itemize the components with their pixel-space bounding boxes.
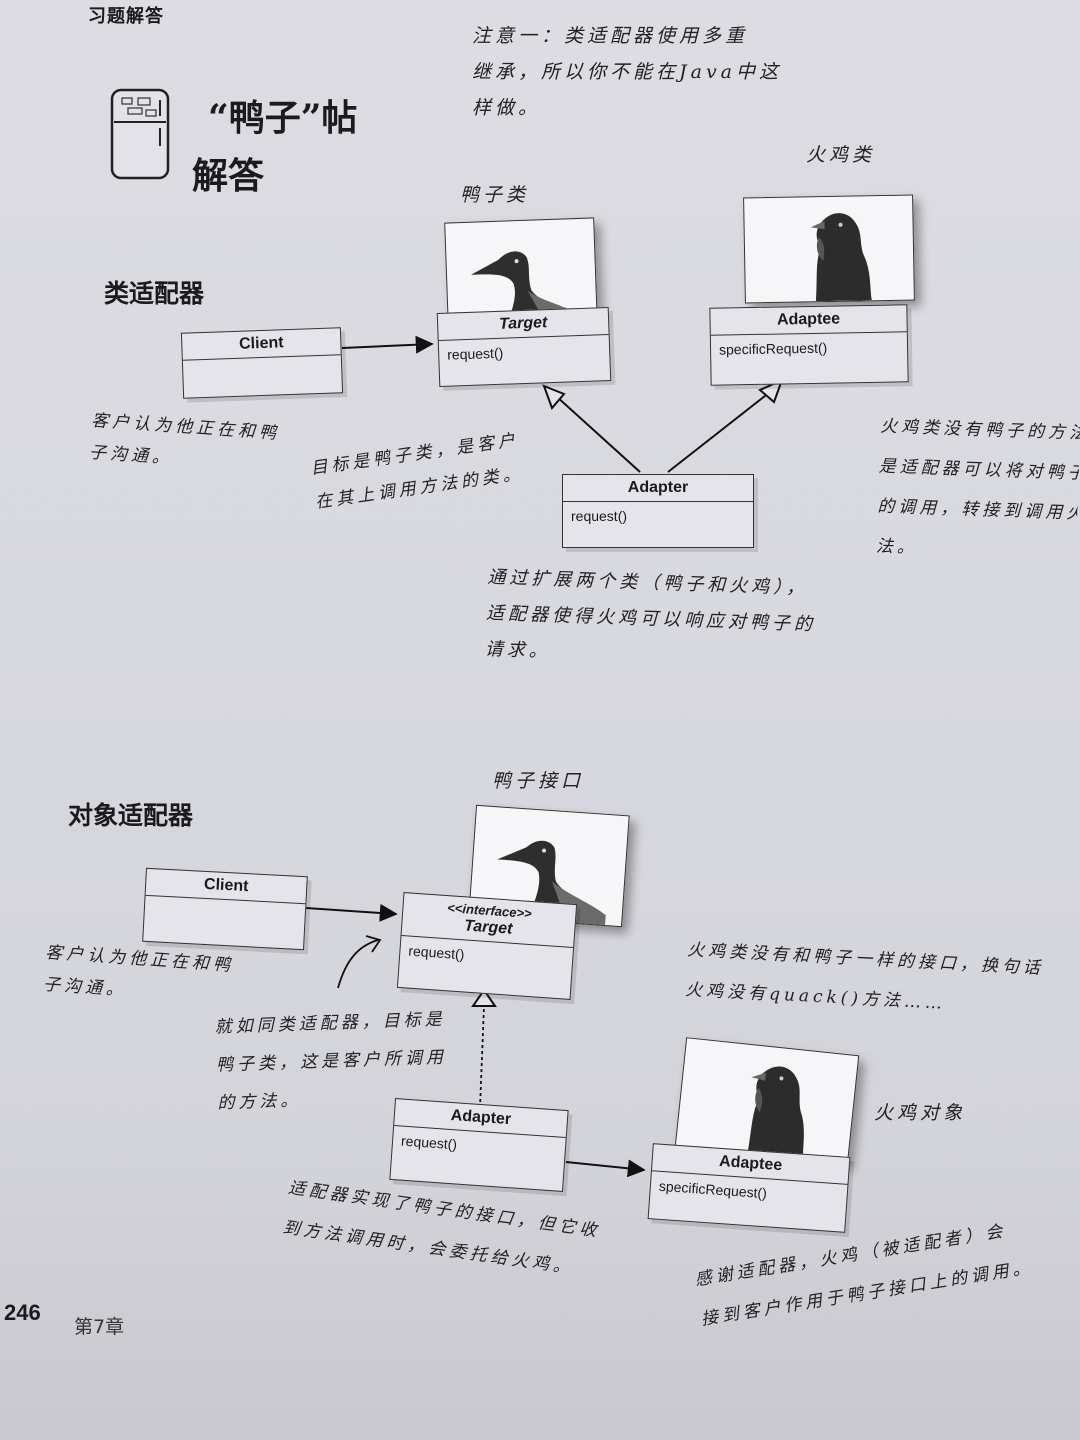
class-adapter-connectors (341, 335, 784, 473)
uml-class-name: Adaptee (710, 305, 907, 336)
note-target: 就如同类适配器，目标是 鸭子类，这是客户所调用 的方法。 (214, 999, 478, 1122)
uml-adaptee-class: Adaptee specificRequest() (709, 304, 909, 386)
turkey-image (743, 194, 915, 304)
turkey-class-label: 火鸡类 (806, 144, 876, 166)
note-turkey-class: 火鸡类没有鸭子的方法， 是适配器可以将对鸭子的 的调用，转接到调用火鸡 法。 (875, 407, 1080, 574)
note-adapter: 通过扩展两个类（鸭子和火鸡）， 适配器使得火鸡可以响应对鸭子的 请求。 (484, 560, 848, 680)
uml-method: request() (571, 508, 628, 524)
page-number: 246 (4, 1300, 41, 1325)
object-adapter-connectors (305, 903, 646, 1178)
uml-adaptee-class: Adaptee specificRequest() (647, 1143, 851, 1233)
turkey-icon (810, 213, 872, 302)
duck-class-label: 鸭子类 (460, 184, 530, 206)
uml-adapter-class: Adapter request() (562, 474, 754, 548)
note-multiple-inheritance: 注意一：类适配器使用多重 继承，所以你不能在Java中这 样做。 (472, 18, 792, 126)
uml-client-class: Client (180, 327, 344, 399)
turkey-image (674, 1037, 860, 1165)
uml-client-class: Client (142, 867, 308, 951)
uml-method: specificRequest() (718, 339, 828, 358)
turkey-object-label: 火鸡对象 (874, 1102, 967, 1124)
note-line: 是适配器可以将对鸭子的 (878, 456, 1080, 485)
page-title: “鸭子”帖 (208, 97, 358, 139)
note-line: 样做。 (472, 97, 542, 119)
chapter-label: 第7章 (74, 1316, 125, 1338)
uml-target-class: Target request() (436, 307, 612, 387)
object-adapter-heading: 对象适配器 (68, 801, 194, 830)
note-line: 继承，所以你不能在Java中这 (472, 61, 783, 83)
fridge-icon (110, 88, 170, 180)
note-line: 的调用，转接到调用火鸡 (877, 496, 1080, 525)
section-tag: 习题解答 (88, 6, 164, 27)
class-adapter-heading: 类适配器 (104, 279, 205, 308)
page-title-line2: 解答 (192, 155, 265, 197)
uml-target-interface: <<interface>> Target request() (396, 892, 578, 1000)
note-line: 法。 (875, 536, 919, 558)
uml-method: request() (446, 344, 504, 363)
uml-class-name: Adapter (563, 475, 753, 502)
uml-class-title: Target (463, 917, 513, 938)
note-line: 注意一：类适配器使用多重 (472, 25, 749, 47)
duck-interface-label: 鸭子接口 (492, 770, 585, 792)
note-line: 火鸡类没有鸭子的方法， (879, 416, 1080, 445)
turkey-icon (747, 1066, 804, 1160)
